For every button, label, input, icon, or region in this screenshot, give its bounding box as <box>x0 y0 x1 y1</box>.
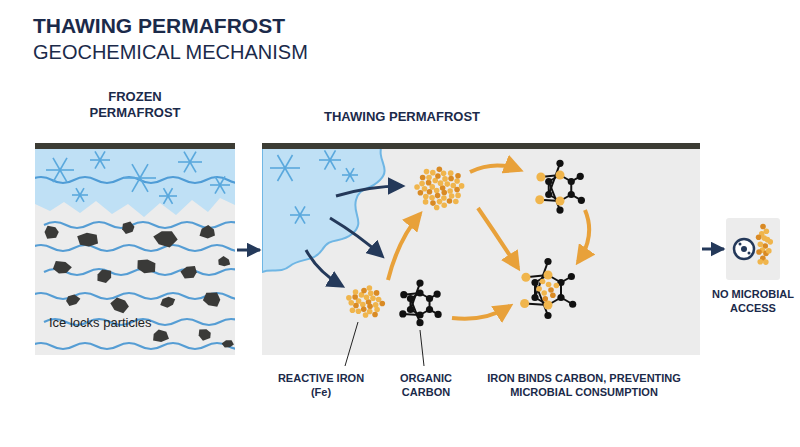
iron-cluster <box>536 279 559 302</box>
iron-cluster <box>414 167 464 211</box>
soil-particle <box>137 260 155 274</box>
release-arrow <box>336 186 402 196</box>
carbon-molecule <box>399 280 441 327</box>
ice-crystal <box>210 176 230 193</box>
soil-particle <box>200 225 215 239</box>
carbon-molecule <box>520 258 576 319</box>
soil-particle <box>160 297 175 308</box>
diagram-title: THAWING PERMAFROST <box>33 14 285 38</box>
result-box: NO MICROBIAL ACCESS <box>726 218 780 280</box>
part-label: REACTIVE IRON (Fe) <box>276 372 366 400</box>
water-line <box>35 343 235 349</box>
soil-particle <box>53 261 72 273</box>
ice-crystal <box>319 150 341 169</box>
soil-particle <box>66 294 80 305</box>
soil-particle <box>97 270 111 283</box>
leader-line <box>345 322 358 366</box>
release-arrow <box>306 250 342 286</box>
microbe-icon <box>734 239 754 259</box>
part-label: IRON BINDS CARBON, PREVENTING MICROBIAL … <box>470 372 698 400</box>
ice-crystal <box>270 155 300 181</box>
reaction-arrow <box>388 214 420 280</box>
iron-cluster <box>346 285 385 318</box>
panel-heading: NO MICROBIAL ACCESS <box>706 288 800 316</box>
soil-particle <box>45 226 59 239</box>
ice-crystal <box>46 158 74 182</box>
reaction-arrow <box>478 208 518 268</box>
soil-particle <box>122 221 134 234</box>
water-line <box>35 245 235 251</box>
leader-line <box>420 330 424 366</box>
soil-surface <box>35 143 235 149</box>
soil-surface <box>262 143 700 149</box>
stage-panel: THAWING PERMAFROST <box>262 145 700 355</box>
soil-particle <box>180 266 196 278</box>
ice-crystal <box>159 188 177 204</box>
release-arrow <box>330 218 382 256</box>
ice-crystal <box>90 151 110 168</box>
ice-crystal <box>72 188 88 202</box>
soil-particle <box>110 297 129 313</box>
thaw-ground <box>262 145 700 355</box>
soil-particle <box>153 231 177 247</box>
melting-ice <box>262 145 385 272</box>
panel-heading: THAWING PERMAFROST <box>282 109 522 125</box>
part-label: ORGANIC CARBON <box>384 372 468 400</box>
soil-particle <box>218 256 230 266</box>
panel-heading: FROZEN PERMAFROST <box>80 89 190 122</box>
iron-cluster <box>756 224 773 265</box>
reaction-arrow <box>578 210 589 262</box>
flow-arrow <box>702 248 724 251</box>
soil-particle <box>153 330 169 342</box>
ice-crystal <box>178 152 202 173</box>
water-line <box>44 269 235 275</box>
soil-particle <box>77 233 98 247</box>
ice-crystal <box>342 168 358 182</box>
microbe-box-ground <box>726 218 780 280</box>
ice-crystal <box>124 164 156 192</box>
stage-panel: FROZEN PERMAFROSTIce locks particles <box>35 145 235 355</box>
soil-particle <box>203 292 220 306</box>
ice-crystal <box>290 206 310 223</box>
reaction-arrow <box>452 306 510 319</box>
carbon-molecule <box>535 160 585 214</box>
panel-note: Ice locks particles <box>49 315 229 331</box>
flow-arrow <box>237 249 260 252</box>
reaction-arrow <box>470 165 520 172</box>
subtitle: GEOCHEMICAL MECHANISM <box>33 40 433 65</box>
soil-particle <box>222 340 234 347</box>
soil-particle <box>199 329 211 340</box>
